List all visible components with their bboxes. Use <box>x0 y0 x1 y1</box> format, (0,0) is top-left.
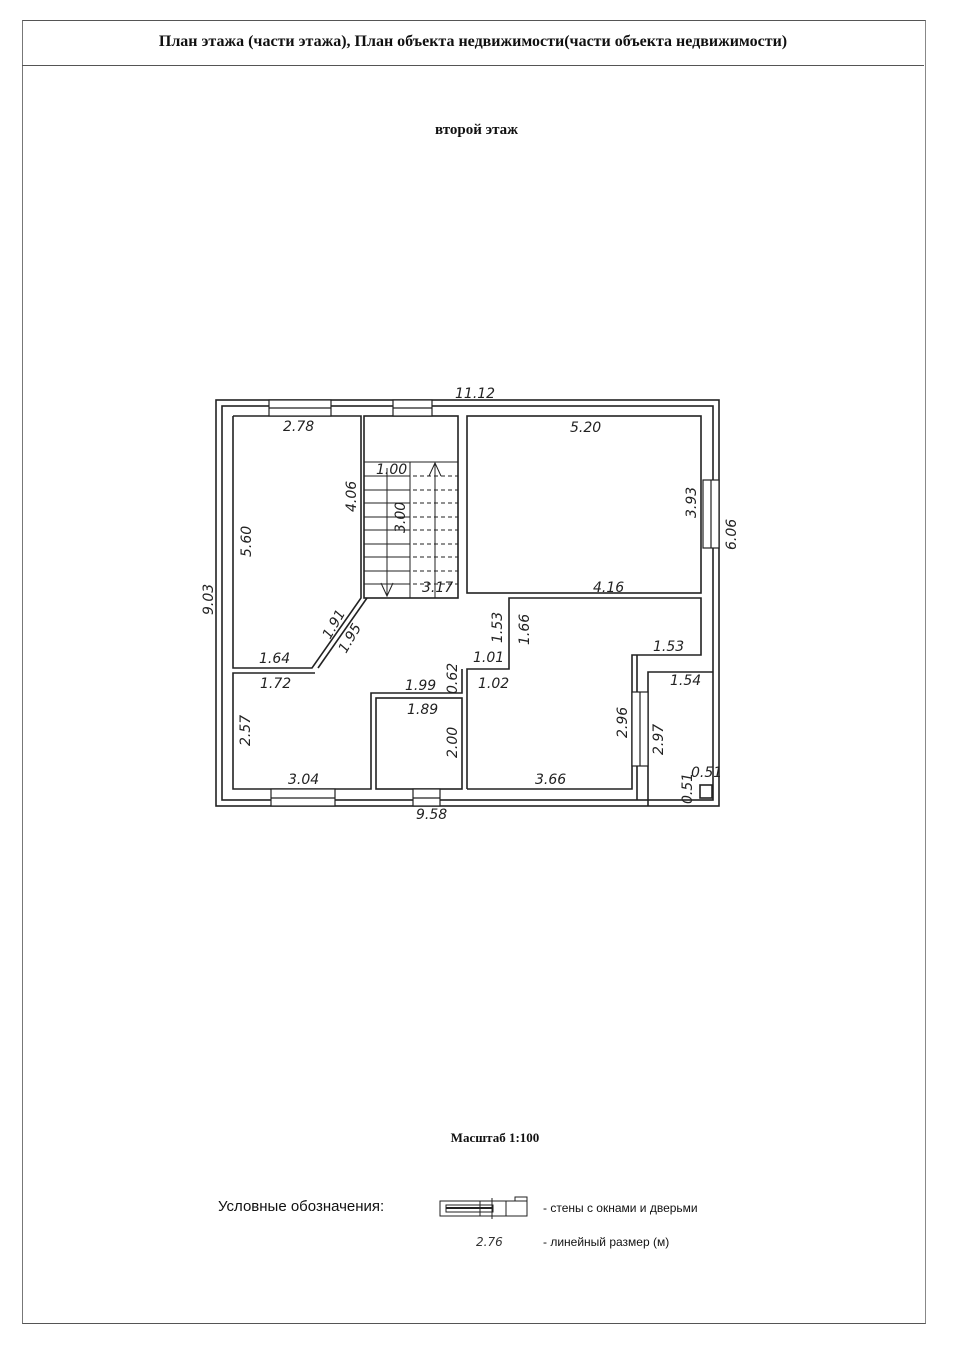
dim: 1.01 <box>473 650 504 666</box>
dim: 3.04 <box>288 772 319 788</box>
dim: 2.00 <box>445 727 461 758</box>
dim: 3.17 <box>422 580 453 596</box>
dim: 4.06 <box>344 481 360 512</box>
dim: 1.99 <box>405 678 436 694</box>
legend-walls-label: - стены с окнами и дверьми <box>543 1201 698 1215</box>
dim-right-total: 6.06 <box>724 519 740 550</box>
legend-dim-example: 2.76 <box>476 1235 503 1249</box>
dim: 1.53 <box>490 612 506 643</box>
dim: 1.72 <box>260 676 291 692</box>
dim-top-total: 11.12 <box>455 386 495 402</box>
dim: 0.51 <box>691 765 722 781</box>
room-2 <box>466 415 702 594</box>
room-1 <box>232 415 362 669</box>
dim-left-total: 9.03 <box>201 584 217 615</box>
dim: 0.62 <box>445 663 461 694</box>
dim: 1.00 <box>376 462 407 478</box>
dim: 5.20 <box>570 420 601 436</box>
dimension-labels: 11.12 9.03 9.58 6.06 2.78 5.60 4.06 1.64… <box>201 386 740 823</box>
legend-dim-label: - линейный размер (м) <box>543 1235 670 1249</box>
legend-title: Условные обозначения: <box>218 1198 385 1215</box>
stairs <box>364 461 458 598</box>
dim: 2.96 <box>615 707 631 738</box>
scale-label: Масштаб 1:100 <box>450 1130 540 1145</box>
dim: 1.02 <box>478 676 509 692</box>
dim-bottom-total: 9.58 <box>416 807 447 823</box>
dim: 0.51 <box>680 773 696 804</box>
page-frame <box>22 20 926 1324</box>
windows <box>268 399 720 807</box>
room-3 <box>232 669 463 790</box>
floor-title: второй этаж <box>434 122 519 138</box>
dim: 1.54 <box>670 673 701 689</box>
header-title: План этажа (части этажа), План объекта н… <box>158 33 788 50</box>
dim: 4.16 <box>593 580 624 596</box>
dim: 3.66 <box>535 772 566 788</box>
dim: 1.64 <box>259 651 290 667</box>
dim: 1.53 <box>653 639 684 655</box>
dim: 2.97 <box>651 724 667 755</box>
dim: 2.78 <box>283 419 314 435</box>
dim: 2.57 <box>238 715 254 746</box>
legend-wall-symbol <box>439 1196 528 1219</box>
dim: 1.89 <box>407 702 438 718</box>
dim: 1.66 <box>517 614 533 645</box>
dim: 3.93 <box>684 487 700 518</box>
dim: 3.00 <box>393 502 409 533</box>
header: План этажа (части этажа), План объекта н… <box>22 20 924 66</box>
chimney <box>699 784 713 799</box>
dim: 5.60 <box>239 526 255 557</box>
